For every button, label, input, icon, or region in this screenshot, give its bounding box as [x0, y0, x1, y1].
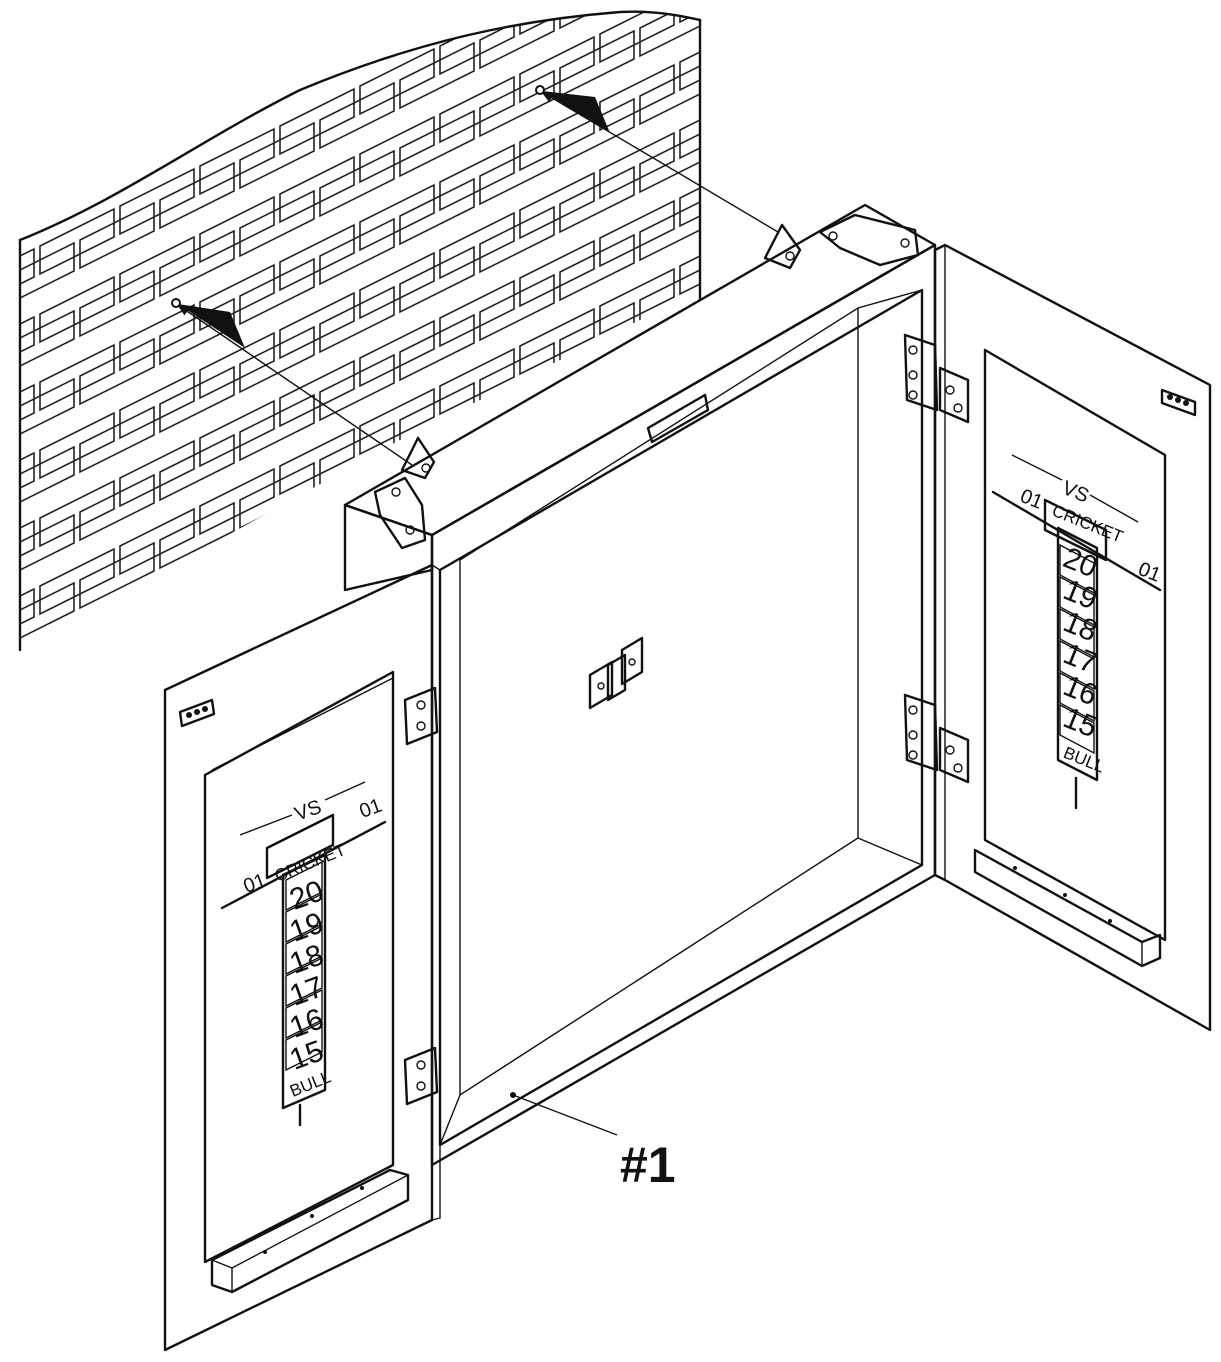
right-hanger-hook: [763, 223, 802, 270]
callout-label: #1: [620, 1137, 676, 1193]
right-wall-anchor: [535, 85, 545, 95]
right-screw-arrow: [540, 91, 779, 233]
left-scoreboard-cell: [285, 988, 323, 1040]
right-scoreboard-cell: [1059, 607, 1095, 659]
left-wall-anchor: [171, 298, 181, 308]
left-scoreboard-cell: [285, 924, 323, 976]
right-scoreboard-game-label: CRICKET: [1049, 501, 1125, 547]
right-scoreboard-cell: [1059, 543, 1095, 595]
left-scoreboard-cell: [285, 956, 323, 1008]
cabinet-body: [343, 203, 970, 1167]
right-scoreboard-cell: [1059, 575, 1095, 627]
right-scoreboard-cell: [1059, 639, 1095, 691]
part-callout: #1: [510, 1092, 676, 1193]
left-scoreboard-cell: [285, 892, 323, 944]
left-hanger-hook: [400, 436, 436, 480]
right-scoreboard-cell: [1059, 671, 1095, 723]
right-arrow-head: [542, 91, 610, 133]
left-scoreboard-left-game: 01: [240, 870, 268, 898]
left-screw-arrow: [176, 304, 413, 466]
hinge-left-lower: [403, 1046, 439, 1106]
brick-wall: [18, 10, 702, 652]
left-scoreboard-right-game: 01: [356, 795, 384, 823]
hinge-left-upper: [403, 686, 439, 746]
hinge-right-lower: [903, 693, 970, 784]
left-scoreboard-cell: [285, 1020, 323, 1072]
dartboard-bracket: [588, 636, 644, 710]
left-scoreboard-cell: [285, 860, 323, 912]
hinge-right-upper: [903, 333, 970, 424]
right-scoreboard-cell: [1059, 703, 1095, 755]
left-arrow-head: [178, 304, 245, 348]
mounting-arrows: [171, 85, 779, 466]
